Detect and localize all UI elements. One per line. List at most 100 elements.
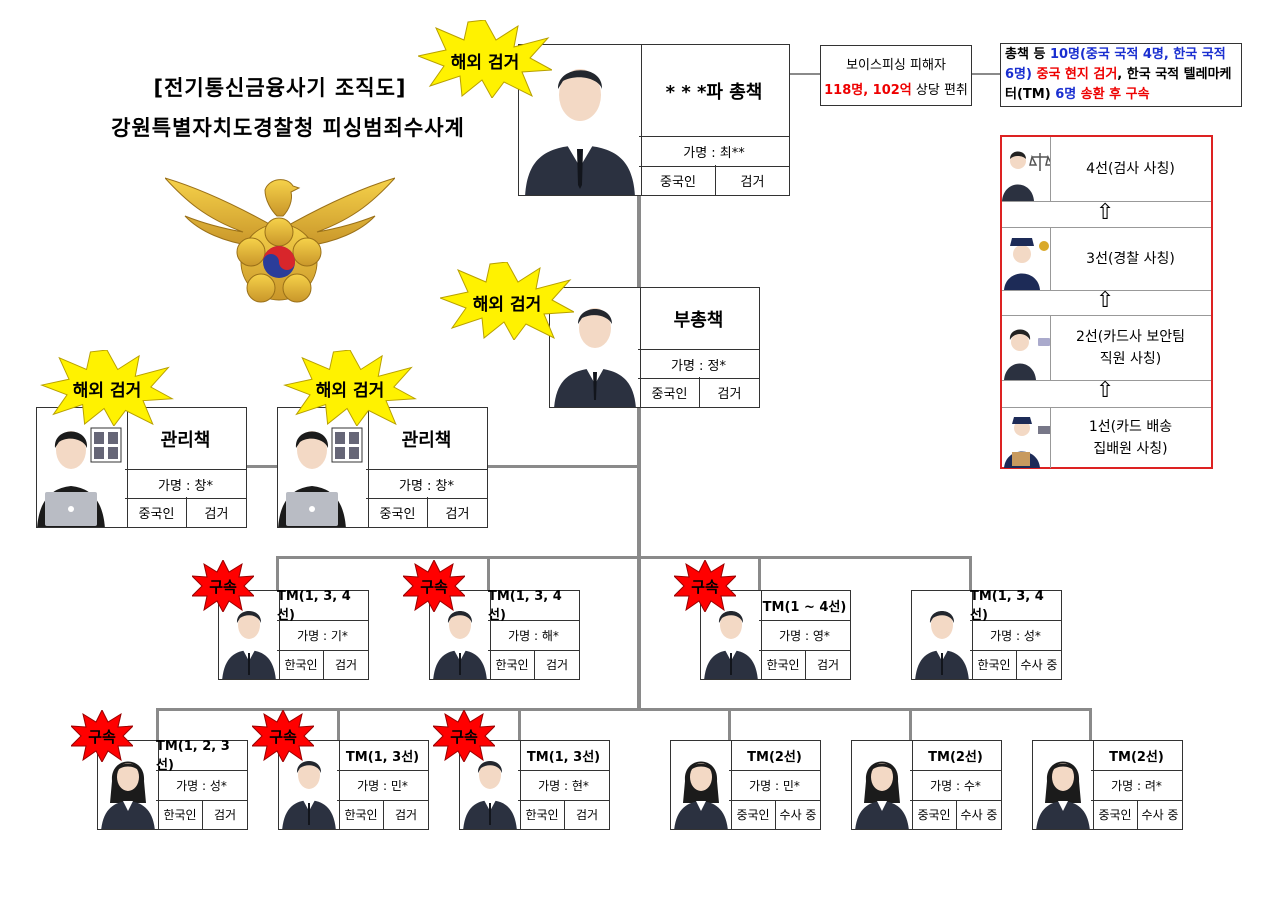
victim-count: 118명, 102억 — [824, 83, 912, 98]
up-arrow-icon: ⇧ — [1096, 378, 1115, 403]
telemarketer-status: 검거 — [575, 808, 599, 822]
call-center-agent-icon — [1002, 316, 1051, 380]
telemarketer-role: TM(1, 3선) — [337, 741, 428, 771]
telemarketer-alias: 가명 : 기* — [277, 621, 368, 651]
suspect-photo — [912, 591, 973, 679]
telemarketer-status: 검거 — [545, 658, 569, 672]
delivery-man-icon — [1002, 408, 1051, 468]
arrest-summary-box: 총책 등 10명(중국 국적 4명, 한국 국적 6명) 중국 현지 검거, 한… — [1000, 43, 1242, 107]
suspect-photo — [701, 591, 762, 679]
manager-status: 검거 — [204, 506, 229, 522]
manager-role: 관리책 — [125, 408, 246, 470]
boss-status: 검거 — [740, 174, 765, 190]
telemarketer-alias: 가명 : 현* — [518, 771, 609, 801]
manager-nationality: 중국인 — [368, 497, 428, 527]
telemarketer-role: TM(1, 3, 4선) — [488, 589, 579, 623]
telemarketer-nationality: 한국인 — [520, 800, 565, 829]
telemarketer-nationality: 중국인 — [731, 800, 776, 829]
telemarketer-nationality: 한국인 — [339, 800, 384, 829]
suspect-photo — [219, 591, 280, 679]
telemarketer-alias: 가명 : 민* — [729, 771, 820, 801]
up-arrow-icon: ⇧ — [1096, 288, 1115, 313]
telemarketer-status: 수사 중 — [1020, 658, 1058, 672]
police-officer-icon — [1002, 228, 1051, 290]
telemarketer-card: TM(1, 3, 4선)가명 : 기*한국인 검거 — [218, 589, 369, 680]
suspect-photo — [1033, 741, 1094, 829]
boss-role: * * *파 총책 — [639, 45, 789, 137]
manager-alias: 가명 : 창* — [366, 470, 487, 499]
overseas-arrest-badge: 해외 검거 — [418, 20, 552, 98]
manager-role: 관리책 — [366, 408, 487, 470]
telemarketer-role: TM(1, 3, 4선) — [277, 589, 368, 623]
telemarketer-role: TM(2선) — [910, 741, 1001, 771]
overseas-arrest-badge: 해외 검거 — [283, 350, 417, 426]
suspect-photo — [460, 741, 521, 829]
telemarketer-alias: 가명 : 성* — [156, 771, 247, 801]
telemarketer-status: 수사 중 — [960, 808, 998, 822]
victim-info-box: 보이스피싱 피해자 118명, 102억 상당 편취 — [820, 45, 972, 106]
victim-label: 보이스피싱 피해자 — [846, 58, 946, 73]
telemarketer-nationality: 한국인 — [158, 800, 203, 829]
telemarketer-status: 검거 — [816, 658, 840, 672]
telemarketer-card: TM(1, 3선)가명 : 민*한국인 검거 — [278, 740, 429, 830]
legend-row-4: 4선(검사 사칭) — [1002, 137, 1211, 202]
detained-badge: 구속 — [433, 710, 495, 762]
telemarketer-nationality: 중국인 — [912, 800, 957, 829]
telemarketer-status: 검거 — [334, 658, 358, 672]
telemarketer-status: 검거 — [394, 808, 418, 822]
deputy-card: 부총책 가명 : 정* 중국인 검거 — [549, 287, 760, 408]
legend-row-3: 3선(경찰 사칭) — [1002, 227, 1211, 291]
telemarketer-alias: 가명 : 려* — [1091, 771, 1182, 801]
manager-card: 관리책 가명 : 창* 중국인 검거 — [36, 407, 247, 528]
legend-row-1: 1선(카드 배송 집배원 사칭) — [1002, 407, 1211, 468]
telemarketer-alias: 가명 : 성* — [970, 621, 1061, 651]
telemarketer-card: TM(1, 2, 3선)가명 : 성*한국인 검거 — [97, 739, 248, 830]
telemarketer-role: TM(1, 2, 3선) — [156, 739, 247, 773]
detained-badge: 구속 — [192, 560, 254, 612]
detained-badge: 구속 — [252, 710, 314, 762]
boss-nationality: 중국인 — [641, 165, 716, 195]
suspect-photo — [852, 741, 913, 829]
overseas-arrest-badge: 해외 검거 — [40, 350, 174, 426]
telemarketer-role: TM(2선) — [1091, 741, 1182, 771]
police-emblem-logo — [163, 170, 397, 310]
telemarketer-role: TM(2선) — [729, 741, 820, 771]
suspect-photo — [37, 408, 128, 527]
detained-badge: 구속 — [674, 560, 736, 612]
suspect-photo — [279, 741, 340, 829]
chart-title: [전기통신금융사기 조직도] — [153, 76, 407, 100]
telemarketer-role: TM(1 ~ 4선) — [759, 591, 850, 621]
suspect-photo — [671, 741, 732, 829]
telemarketer-alias: 가명 : 민* — [337, 771, 428, 801]
deputy-alias: 가명 : 정* — [638, 350, 759, 379]
telemarketer-alias: 가명 : 수* — [910, 771, 1001, 801]
legend-row-2: 2선(카드사 보안팀 직원 사칭) — [1002, 315, 1211, 381]
suspect-photo — [430, 591, 491, 679]
boss-card: * * *파 총책 가명 : 최** 중국인 검거 — [518, 44, 790, 196]
telemarketer-alias: 가명 : 해* — [488, 621, 579, 651]
suspect-photo — [98, 741, 159, 829]
suspect-photo — [519, 45, 642, 195]
deputy-status: 검거 — [717, 386, 742, 402]
deputy-nationality: 중국인 — [640, 377, 700, 407]
manager-status: 검거 — [445, 506, 470, 522]
suspect-photo — [550, 288, 641, 407]
boss-alias: 가명 : 최** — [639, 137, 789, 167]
telemarketer-alias: 가명 : 영* — [759, 621, 850, 651]
detained-badge: 구속 — [71, 710, 133, 762]
manager-card: 관리책 가명 : 창* 중국인 검거 — [277, 407, 488, 528]
suspect-photo — [278, 408, 369, 527]
telemarketer-nationality: 한국인 — [279, 650, 324, 679]
telemarketer-role: TM(1, 3, 4선) — [970, 589, 1061, 623]
telemarketer-status: 수사 중 — [1141, 808, 1179, 822]
telemarketer-nationality: 한국인 — [972, 650, 1017, 679]
telemarketer-status: 검거 — [213, 808, 237, 822]
deputy-role: 부총책 — [638, 288, 759, 350]
